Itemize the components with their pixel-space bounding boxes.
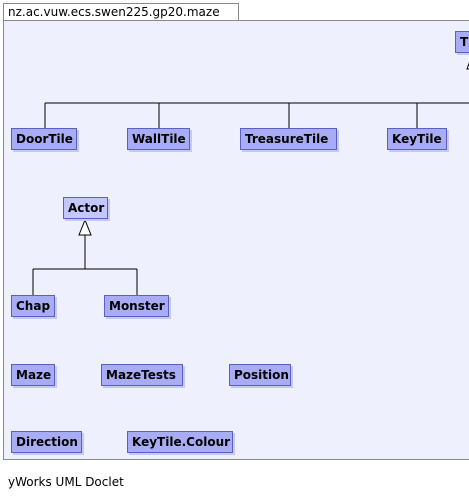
class-treasure-tile[interactable]: TreasureTile	[240, 128, 337, 150]
class-direction[interactable]: Direction	[11, 431, 82, 453]
class-wall-tile[interactable]: WallTile	[127, 128, 190, 150]
footer-credit: yWorks UML Doclet	[8, 475, 124, 489]
class-tile[interactable]: Tile	[455, 31, 469, 53]
diagram-canvas: Tile DoorTile WallTile TreasureTile KeyT…	[3, 20, 469, 460]
class-maze-tests[interactable]: MazeTests	[101, 364, 183, 386]
class-monster[interactable]: Monster	[104, 295, 169, 317]
class-position[interactable]: Position	[229, 364, 291, 386]
inheritance-edges	[32, 62, 469, 295]
class-key-tile[interactable]: KeyTile	[387, 128, 447, 150]
actor-generalization-arrow	[78, 218, 92, 236]
class-actor[interactable]: Actor	[63, 197, 108, 219]
class-key-tile-colour[interactable]: KeyTile.Colour	[127, 431, 233, 453]
package-tab[interactable]: nz.ac.vuw.ecs.swen225.gp20.maze	[3, 3, 239, 20]
class-maze[interactable]: Maze	[11, 364, 55, 386]
class-door-tile[interactable]: DoorTile	[11, 128, 77, 150]
class-chap[interactable]: Chap	[11, 295, 55, 317]
